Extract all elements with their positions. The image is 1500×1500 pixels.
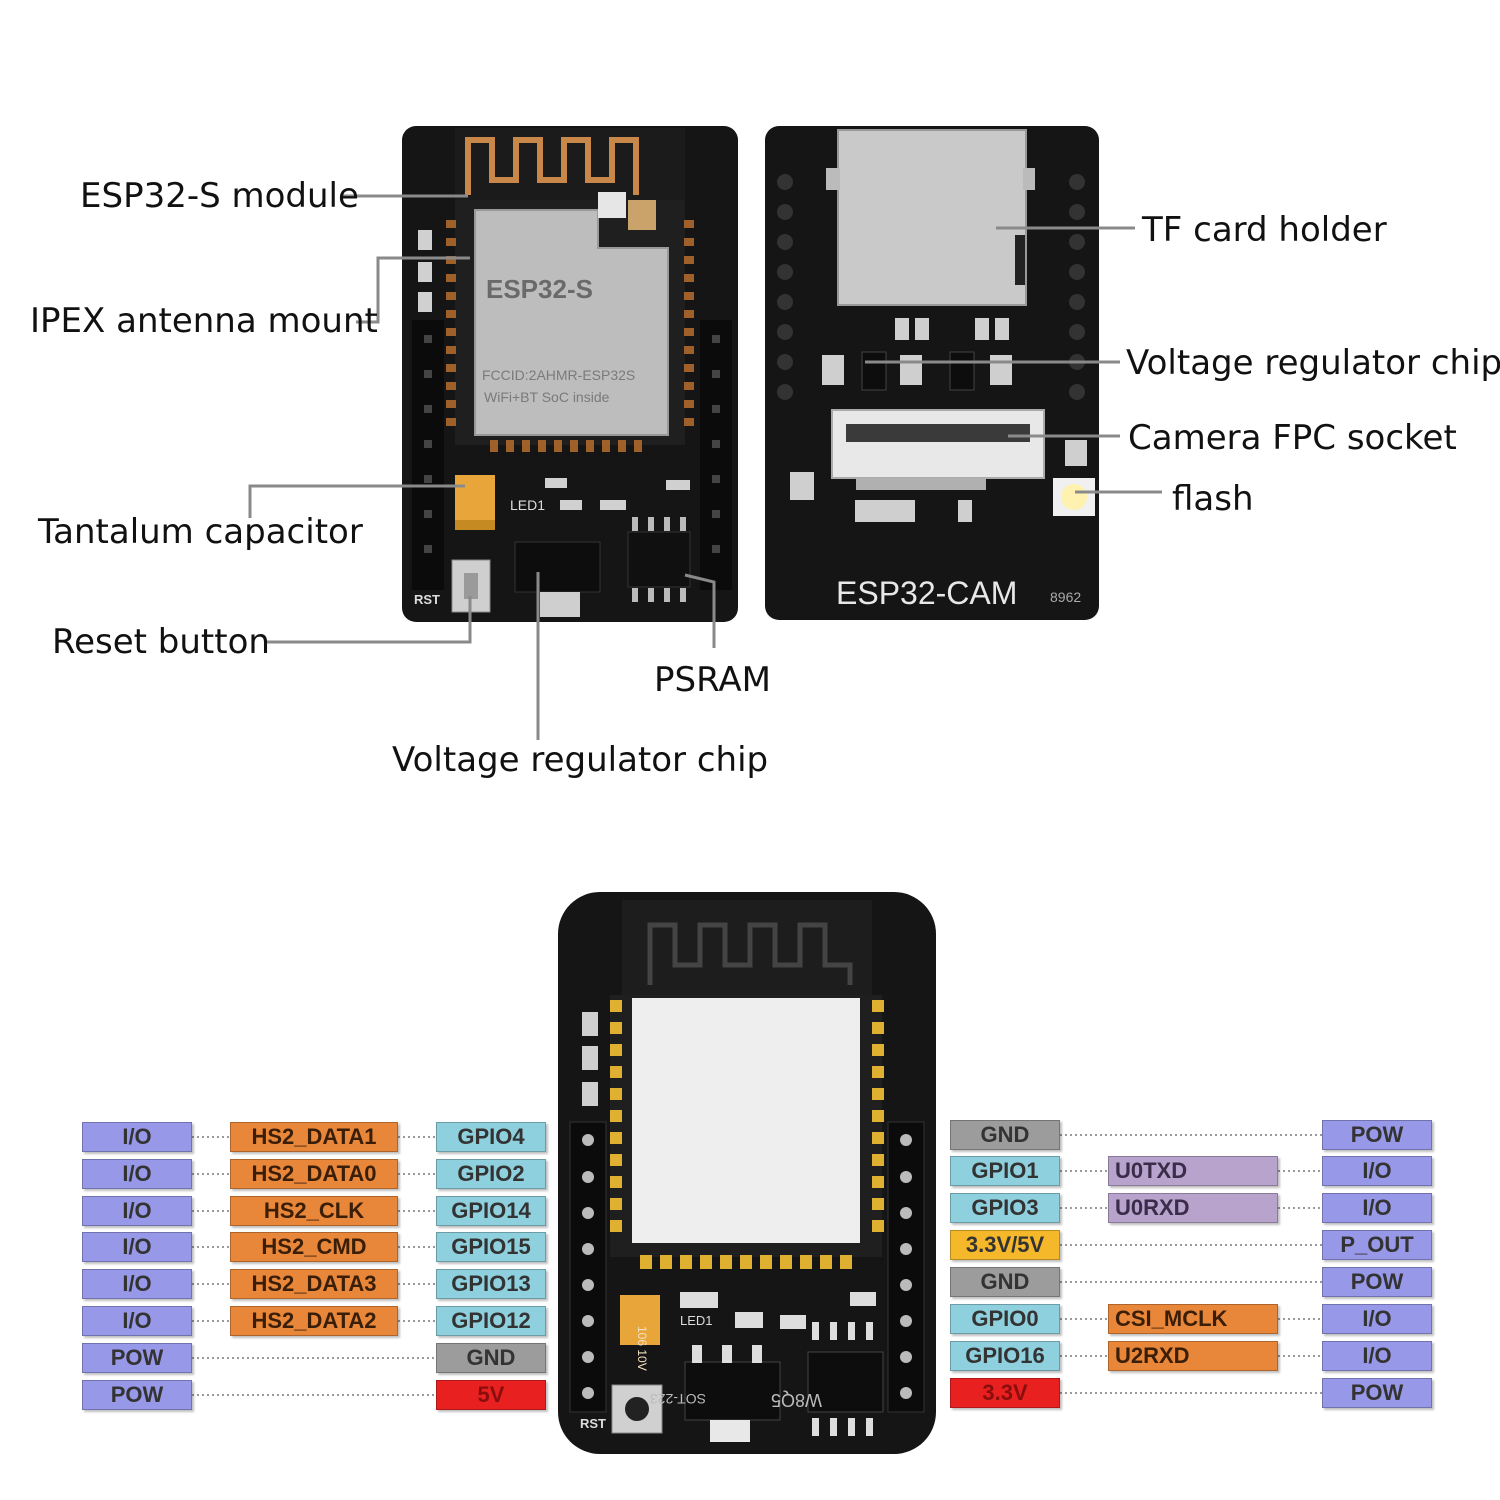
right-connectors	[1060, 1134, 1322, 1394]
pcb-print-top: ESP32-S FCCID:2AHMR-ESP32S WiFi+BT SoC i…	[414, 274, 1081, 611]
pinout-board-svg: 106 10V LED1 RST SOT-223 W8Q5	[192, 892, 1322, 1454]
left-pin-1-func: HS2_DATA1	[230, 1122, 398, 1152]
left-connectors	[192, 1136, 436, 1396]
right-pin-1-gnd: GND	[950, 1120, 1060, 1150]
module-brand-text: ESP32-S	[486, 274, 593, 304]
back-board	[765, 126, 1099, 620]
back-code-text: 8962	[1050, 589, 1081, 605]
left-pin-3-func: HS2_CLK	[230, 1196, 398, 1226]
right-pin-4-power: 3.3V/5V	[950, 1230, 1060, 1260]
callout-tantalum-capacitor: Tantalum capacitor	[38, 512, 363, 552]
left-pin-5-type: I/O	[82, 1269, 192, 1299]
left-pin-3-gpio: GPIO14	[436, 1196, 546, 1226]
right-pin-1-type: POW	[1322, 1120, 1432, 1150]
right-pin-8-type: POW	[1322, 1378, 1432, 1408]
right-pin-6-func: CSI_MCLK	[1108, 1304, 1278, 1334]
callout-tf-card-holder: TF card holder	[1142, 210, 1387, 250]
left-pin-2-gpio: GPIO2	[436, 1159, 546, 1189]
left-pin-6-type: I/O	[82, 1306, 192, 1336]
callout-voltage-regulator-right: Voltage regulator chip	[1126, 343, 1500, 383]
right-pin-6-gpio: GPIO0	[950, 1304, 1060, 1334]
callout-flash: flash	[1172, 479, 1254, 519]
callout-ipex-antenna: IPEX antenna mount	[30, 301, 378, 341]
right-pin-2-type: I/O	[1322, 1156, 1432, 1186]
right-pin-8-3v3: 3.3V	[950, 1378, 1060, 1408]
left-pin-5-func: HS2_DATA3	[230, 1269, 398, 1299]
left-pin-3-type: I/O	[82, 1196, 192, 1226]
left-pin-7-gnd: GND	[436, 1343, 546, 1373]
right-pin-3-type: I/O	[1322, 1193, 1432, 1223]
right-pin-2-func: U0TXD	[1108, 1156, 1278, 1186]
front-board	[402, 126, 738, 622]
left-pin-6-gpio: GPIO12	[436, 1306, 546, 1336]
right-pin-3-gpio: GPIO3	[950, 1193, 1060, 1223]
back-esp32cam-text: ESP32-CAM	[836, 575, 1017, 611]
left-pin-4-func: HS2_CMD	[230, 1232, 398, 1262]
right-pin-5-gnd: GND	[950, 1267, 1060, 1297]
module-wifi-text: WiFi+BT SoC inside	[484, 389, 610, 405]
callout-psram: PSRAM	[654, 660, 771, 700]
bottom-sot-text: SOT-223	[650, 1391, 706, 1407]
right-pin-7-func: U2RXD	[1108, 1341, 1278, 1371]
front-rst-text: RST	[414, 592, 440, 607]
bottom-led1-text: LED1	[680, 1313, 713, 1328]
module-fcc-text: FCCID:2AHMR-ESP32S	[482, 367, 635, 383]
right-pin-2-gpio: GPIO1	[950, 1156, 1060, 1186]
left-pin-4-gpio: GPIO15	[436, 1232, 546, 1262]
callout-camera-fpc-socket: Camera FPC socket	[1128, 418, 1457, 458]
right-pin-7-gpio: GPIO16	[950, 1341, 1060, 1371]
front-led1-text: LED1	[510, 497, 545, 513]
left-pin-2-type: I/O	[82, 1159, 192, 1189]
bottom-psram-text: W8Q5	[771, 1390, 822, 1410]
bottom-cap-text: 106 10V	[635, 1326, 649, 1371]
callout-leaders	[248, 194, 1162, 740]
bottom-rst-text: RST	[580, 1416, 606, 1431]
left-pin-1-type: I/O	[82, 1122, 192, 1152]
callout-esp32s-module: ESP32-S module	[80, 176, 359, 216]
callout-voltage-regulator-bottom: Voltage regulator chip	[392, 740, 769, 780]
left-pin-1-gpio: GPIO4	[436, 1122, 546, 1152]
right-pin-4-type: P_OUT	[1322, 1230, 1432, 1260]
left-pin-8-type: POW	[82, 1380, 192, 1410]
left-pin-7-type: POW	[82, 1343, 192, 1373]
right-pin-3-func: U0RXD	[1108, 1193, 1278, 1223]
callout-reset-button: Reset button	[52, 622, 270, 662]
left-pin-5-gpio: GPIO13	[436, 1269, 546, 1299]
left-pin-4-type: I/O	[82, 1232, 192, 1262]
right-pin-5-type: POW	[1322, 1267, 1432, 1297]
left-pin-6-func: HS2_DATA2	[230, 1306, 398, 1336]
right-pin-6-type: I/O	[1322, 1304, 1432, 1334]
left-pin-2-func: HS2_DATA0	[230, 1159, 398, 1189]
top-boards-svg: ESP32-S FCCID:2AHMR-ESP32S WiFi+BT SoC i…	[248, 126, 1162, 740]
right-pin-7-type: I/O	[1322, 1341, 1432, 1371]
left-pin-8-5v: 5V	[436, 1380, 546, 1410]
